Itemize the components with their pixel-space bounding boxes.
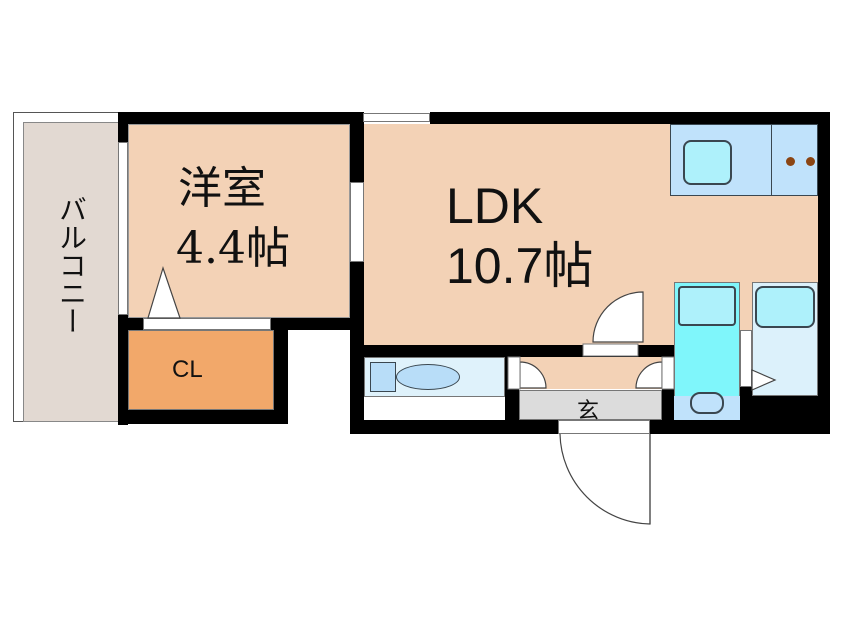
western-window-right: [350, 182, 364, 262]
stove-burner-icon: [786, 157, 795, 166]
wall-left-western: [118, 112, 128, 142]
closet: [128, 330, 274, 410]
balcony-area: [23, 122, 119, 422]
wall-top-left: [118, 112, 363, 124]
entrance-door-threshold: [558, 420, 650, 434]
wall-left-lower: [118, 315, 128, 425]
wall-closet-bottom: [118, 410, 288, 424]
entrance-label: 玄: [577, 399, 600, 424]
ldk-name: LDK: [446, 178, 544, 234]
toilet-bowl-icon: [396, 364, 460, 390]
wall-divider-western-ldk: [350, 112, 364, 182]
wall-bath-bottom: [752, 396, 830, 434]
western-room-size: 4.4帖: [176, 223, 290, 274]
western-window-left: [118, 142, 128, 315]
ldk-size: 10.7帖: [446, 238, 594, 294]
wall-top-right: [430, 112, 830, 124]
closet-door-strip: [143, 318, 271, 330]
washbasin-icon: [678, 286, 736, 326]
entrance: [519, 390, 662, 420]
kitchen-stove-divider: [771, 124, 772, 196]
wall-closet-right: [274, 318, 288, 424]
ldk-top-window: [363, 113, 430, 122]
bath-door: [740, 330, 752, 387]
kitchen-sink: [683, 140, 732, 185]
closet-label: CL: [172, 356, 203, 383]
bathtub-icon: [755, 286, 815, 328]
stove-burner-icon: [806, 157, 815, 166]
balcony-label: バルコニー: [55, 195, 88, 335]
washing-machine-icon: [690, 392, 724, 414]
toilet-tank: [370, 362, 396, 392]
western-room-name: 洋室: [178, 163, 266, 214]
